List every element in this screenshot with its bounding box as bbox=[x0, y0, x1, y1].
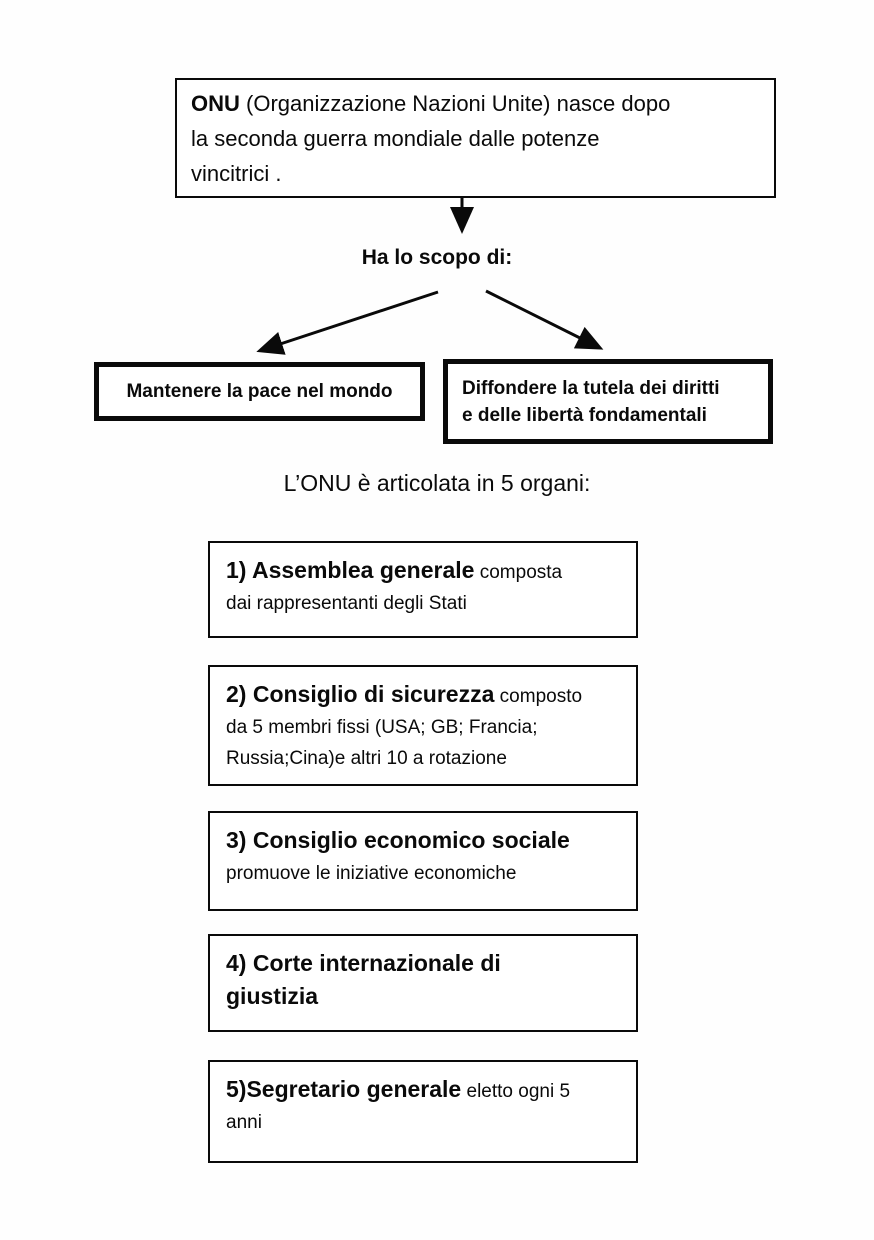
intro-bold-onu: ONU bbox=[191, 91, 240, 116]
branch-arrow-right-icon bbox=[485, 289, 604, 350]
organ-text: 5)Segretario generale eletto ogni 5 anni bbox=[226, 1076, 571, 1133]
organs-heading: L’ONU è articolata in 5 organi: bbox=[283, 470, 591, 496]
organ-rest: promuove le iniziative economiche bbox=[226, 863, 517, 884]
organ-lead: 3) Consiglio economico sociale bbox=[226, 827, 570, 853]
organ-rest: composta dai rappresentanti degli Stati bbox=[226, 562, 563, 614]
organ-lead: 4) Corte internazionale di giustizia bbox=[226, 950, 501, 1009]
organ-lead: 1) Assemblea generale bbox=[226, 557, 475, 583]
organ-box-consiglio-di-sicurezza: 2) Consiglio di sicurezza composto da 5 … bbox=[208, 665, 638, 786]
goal-rights-label: Diffondere la tutela dei diritti e delle… bbox=[462, 377, 720, 426]
organ-text: 1) Assemblea generale composta dai rappr… bbox=[226, 557, 563, 614]
goal-box-rights: Diffondere la tutela dei diritti e delle… bbox=[443, 359, 773, 444]
organ-text: 2) Consiglio di sicurezza composto da 5 … bbox=[226, 681, 583, 769]
organ-box-corte-internazionale: 4) Corte internazionale di giustizia bbox=[208, 934, 638, 1032]
intro-text: ONU (Organizzazione Nazioni Unite) nasce… bbox=[191, 91, 670, 186]
organ-box-assemblea-generale: 1) Assemblea generale composta dai rappr… bbox=[208, 541, 638, 638]
organ-box-consiglio-economico-sociale: 3) Consiglio economico sociale promuove … bbox=[208, 811, 638, 911]
organ-rest: composto da 5 membri fissi (USA; GB; Fra… bbox=[226, 686, 583, 769]
organ-text: 4) Corte internazionale di giustizia bbox=[226, 950, 501, 1009]
purpose-heading: Ha lo scopo di: bbox=[361, 246, 513, 269]
intro-rest: (Organizzazione Nazioni Unite) nasce dop… bbox=[191, 91, 671, 186]
organ-lead: 5)Segretario generale bbox=[226, 1076, 462, 1102]
branch-arrow-left-icon bbox=[256, 290, 439, 355]
intro-box: ONU (Organizzazione Nazioni Unite) nasce… bbox=[175, 78, 776, 198]
organ-box-segretario-generale: 5)Segretario generale eletto ogni 5 anni bbox=[208, 1060, 638, 1163]
goal-peace-label: Mantenere la pace nel mondo bbox=[126, 381, 393, 402]
organ-rest: eletto ogni 5 anni bbox=[226, 1081, 571, 1133]
organ-lead: 2) Consiglio di sicurezza bbox=[226, 681, 495, 707]
goal-box-peace: Mantenere la pace nel mondo bbox=[94, 362, 425, 421]
organ-text: 3) Consiglio economico sociale promuove … bbox=[226, 827, 570, 884]
